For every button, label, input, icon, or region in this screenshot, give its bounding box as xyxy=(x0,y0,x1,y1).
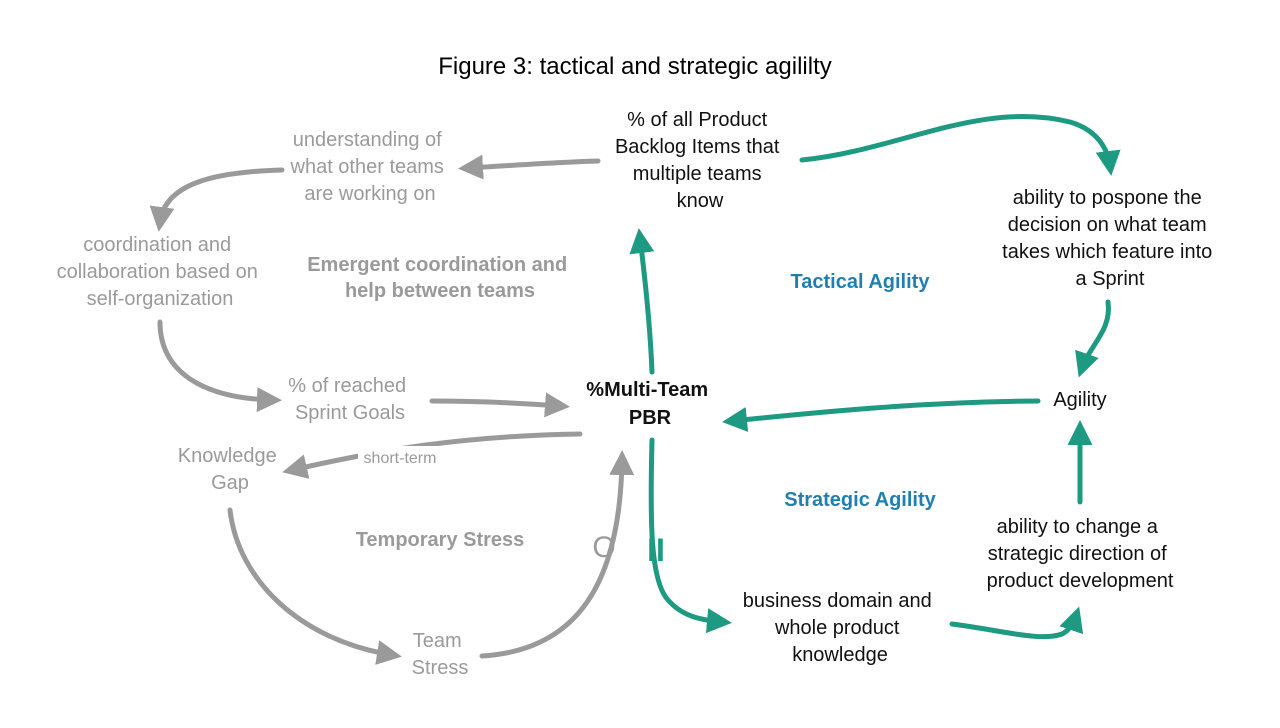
node-team-stress: Team Stress xyxy=(412,630,469,679)
figure-title: Figure 3: tactical and strategic agililt… xyxy=(438,53,832,80)
delay-mark: II xyxy=(647,532,665,568)
label-emergent-line: help between teams xyxy=(345,280,535,302)
node-knowledge-gap: Knowledge Gap xyxy=(178,445,283,494)
node-postpone: ability to pospone the decision on what … xyxy=(1002,187,1218,290)
node-sprint-goals-line: % of reached xyxy=(288,375,406,397)
node-understanding: understanding of what other teams are wo… xyxy=(290,129,450,205)
node-postpone-line: ability to pospone the xyxy=(1013,187,1202,209)
node-agility-line: Agility xyxy=(1053,389,1106,411)
label-temporary-stress: Temporary Stress xyxy=(356,529,525,551)
node-business-domain-line: knowledge xyxy=(792,644,888,666)
node-postpone-line: takes which feature into xyxy=(1002,241,1212,263)
arrow-business-domain-to-strategic xyxy=(949,606,1084,640)
node-strategic-direction: ability to change a strategic direction … xyxy=(987,516,1174,592)
node-business-domain-line: whole product xyxy=(774,617,900,639)
label-tactical-agility: Tactical Agility xyxy=(791,271,931,293)
node-pbi-known-line: Backlog Items that xyxy=(615,136,780,158)
node-sprint-goals: % of reached Sprint Goals xyxy=(288,375,411,424)
arrow-pbr-to-knowledge-gap xyxy=(282,431,583,479)
node-strategic-direction-line: product development xyxy=(987,570,1174,592)
node-coordination: coordination and collaboration based on … xyxy=(57,234,264,310)
node-postpone-line: decision on what team xyxy=(1008,214,1207,236)
arrow-pbi-known-to-postpone xyxy=(799,113,1121,176)
node-sprint-goals-line: Sprint Goals xyxy=(295,402,405,424)
arrow-agility-to-pbr xyxy=(722,398,1041,432)
node-knowledge-gap-line: Knowledge xyxy=(178,445,277,467)
label-emergent-coordination: Emergent coordination and help between t… xyxy=(307,254,573,302)
opposite-mark: O xyxy=(592,531,615,564)
arrow-pbr-to-business-domain xyxy=(648,437,732,634)
arrow-postpone-to-agility xyxy=(1075,299,1111,378)
label-strategic-agility: Strategic Agility xyxy=(784,489,936,511)
arrow-knowledge-gap-to-team-stress xyxy=(227,507,402,665)
node-pbi-known-line: know xyxy=(677,190,724,212)
node-understanding-line: understanding of xyxy=(293,129,442,151)
node-knowledge-gap-line: Gap xyxy=(211,472,249,494)
arrow-understanding-to-coordination xyxy=(149,167,285,232)
node-strategic-direction-line: strategic direction of xyxy=(988,543,1167,565)
node-strategic-direction-line: ability to change a xyxy=(997,516,1159,538)
node-multi-team-pbr-line: PBR xyxy=(629,407,672,429)
node-team-stress-line: Team xyxy=(413,630,462,652)
node-team-stress-line: Stress xyxy=(412,657,469,679)
node-understanding-line: are working on xyxy=(304,183,435,205)
node-coordination-line: coordination and xyxy=(83,234,231,256)
label-short-term: short-term xyxy=(364,450,437,467)
arrow-sprint-goals-to-pbr xyxy=(429,392,570,418)
node-coordination-line: self-organization xyxy=(87,288,234,310)
arrow-pbr-to-pbi-known xyxy=(629,228,655,375)
arrow-coordination-to-sprint-goals xyxy=(157,319,282,413)
node-business-domain-line: business domain and xyxy=(743,590,932,612)
node-pbi-known: % of all Product Backlog Items that mult… xyxy=(615,109,785,212)
short-term-label-bg xyxy=(358,446,442,468)
node-pbi-known-line: multiple teams xyxy=(633,163,762,185)
node-multi-team-pbr: %Multi-Team PBR xyxy=(586,379,713,429)
node-pbi-known-line: % of all Product xyxy=(627,109,768,131)
node-postpone-line: a Sprint xyxy=(1076,268,1145,290)
label-emergent-line: Emergent coordination and xyxy=(307,254,567,276)
node-understanding-line: what other teams xyxy=(290,156,444,178)
node-agility: Agility xyxy=(1053,389,1106,411)
arrow-team-stress-to-pbr xyxy=(479,450,635,659)
node-coordination-line: collaboration based on xyxy=(57,261,258,283)
node-business-domain: business domain and whole product knowle… xyxy=(743,590,938,666)
node-multi-team-pbr-line: %Multi-Team xyxy=(586,379,708,401)
arrow-pbi-to-understanding xyxy=(458,154,601,180)
